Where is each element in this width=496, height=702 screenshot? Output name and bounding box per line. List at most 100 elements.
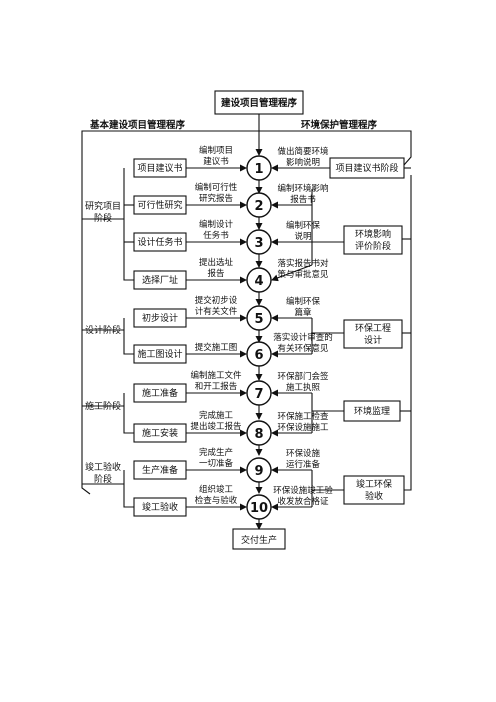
bottom-box [232, 528, 286, 550]
step-box-label: 选择厂址 [142, 274, 178, 286]
step-node [246, 155, 272, 181]
phase-box-label: 项目建议书阶段 [335, 162, 398, 174]
step-node-number: 2 [254, 199, 263, 214]
right-annotation: 编制环境影响 [277, 183, 328, 194]
left-annotation: 编制设计 [199, 219, 234, 230]
phase-box-label: 环境影响 [355, 228, 391, 240]
right-section-title: 环境保护管理程序 [301, 119, 378, 131]
right-annotation: 环保设施 [286, 448, 321, 459]
left-annotation: 计有关文件 [195, 306, 238, 317]
stage-label: 设计阶段 [85, 324, 121, 336]
step-box [133, 158, 187, 178]
step-box-label: 施工准备 [142, 387, 178, 399]
step-node [246, 267, 272, 293]
step-node-number: 8 [254, 427, 263, 442]
left-annotation: 提交初步设 [195, 295, 238, 306]
phase-box-label: 评价阶段 [355, 240, 391, 252]
left-annotation: 报告 [207, 268, 224, 279]
right-annotation: 编制环保 [286, 296, 321, 307]
stage-label: 施工阶段 [85, 400, 121, 412]
right-annotation: 运行准备 [286, 459, 321, 470]
phase-box-label: 环境监理 [354, 405, 390, 417]
step-node [246, 341, 272, 367]
phase-box-label: 环保工程 [355, 322, 391, 334]
left-section-title: 基本建设项目管理程序 [89, 119, 186, 131]
step-node-number: 4 [254, 274, 263, 289]
phase-box-label: 设计 [364, 334, 382, 346]
step-box-label: 生产准备 [142, 464, 178, 476]
phase-box [343, 475, 405, 505]
right-annotation: 环保设施施工 [277, 422, 329, 433]
step-box-label: 施工安装 [142, 427, 178, 439]
step-box-label: 设计任务书 [137, 236, 182, 248]
step-box [133, 308, 187, 328]
right-annotation: 影响说明 [286, 157, 320, 168]
step-node-number: 10 [250, 501, 268, 516]
stage-label: 竣工验收 [85, 461, 121, 473]
step-node-number: 3 [254, 236, 263, 251]
right-annotation: 施工执照 [286, 382, 321, 393]
right-annotation: 编制环保 [286, 220, 321, 231]
phase-box [329, 157, 405, 179]
left-annotation: 检查与验收 [195, 495, 238, 506]
left-annotation: 提交施工图 [195, 342, 238, 353]
step-node-number: 1 [254, 162, 263, 177]
stage-label: 阶段 [94, 473, 112, 485]
left-annotation: 和开工报告 [195, 381, 238, 392]
step-node-number: 7 [254, 387, 263, 402]
left-annotation: 任务书 [203, 230, 229, 241]
right-annotation: 环保设施竣工验 [273, 485, 333, 496]
bottom-box-label: 交付生产 [241, 534, 277, 546]
right-annotation: 篇章 [294, 307, 312, 318]
right-annotations: 做出简要环境影响说明编制环境影响报告书编制环保说明落实报告书对策与审批意见编制环… [273, 146, 333, 507]
step-node-number: 5 [254, 312, 263, 327]
step-box [133, 383, 187, 403]
step-node [246, 229, 272, 255]
left-annotations: 编制项目建议书编制可行性研究报告编制设计任务书提出选址报告提交初步设计有关文件提… [190, 145, 242, 506]
phase-box [343, 319, 403, 349]
step-node [246, 494, 272, 520]
left-annotation: 提出竣工报告 [190, 421, 241, 432]
step-nodes: 1 2 3 4 5 6 7 8 9 10 [246, 155, 272, 520]
step-box-label: 初步设计 [142, 312, 178, 324]
right-annotation: 报告书 [290, 194, 316, 205]
right-annotation: 落实报告书对 [277, 258, 329, 269]
step-box [133, 232, 187, 252]
step-node-number: 9 [254, 464, 263, 479]
step-box [133, 423, 187, 443]
left-annotation: 建议书 [203, 156, 229, 167]
phase-box [343, 225, 403, 255]
step-node [246, 420, 272, 446]
step-node [246, 380, 272, 406]
left-step-boxes: 项目建议书可行性研究设计任务书选择厂址初步设计施工图设计施工准备施工安装生产准备… [133, 158, 187, 517]
left-annotation: 编制可行性 [195, 182, 238, 193]
step-node-number: 6 [254, 348, 263, 363]
left-annotation: 完成生产 [199, 447, 233, 458]
right-annotation: 有关环保意见 [277, 343, 329, 354]
step-box-label: 竣工验收 [142, 501, 178, 513]
step-box [133, 344, 187, 364]
step-node [246, 192, 272, 218]
right-annotation: 说明 [294, 231, 311, 242]
right-annotation: 收发放合格证 [277, 496, 329, 507]
left-annotation: 编制施工文件 [190, 370, 242, 381]
step-node [246, 305, 272, 331]
step-node [246, 457, 272, 483]
step-box [133, 497, 187, 517]
right-annotation: 环保施工检查 [277, 411, 329, 422]
phase-box-label: 验收 [365, 490, 383, 502]
step-box [133, 460, 187, 480]
step-box-label: 项目建议书 [137, 162, 182, 174]
top-box-label: 建设项目管理程序 [220, 97, 298, 109]
step-box-label: 可行性研究 [137, 199, 182, 211]
left-annotation: 一切准备 [199, 458, 234, 469]
left-annotation: 编制项目 [199, 145, 233, 156]
right-annotation: 环保部门会签 [277, 371, 329, 382]
left-annotation: 提出选址 [199, 257, 234, 268]
step-box [133, 270, 187, 290]
phase-box-label: 竣工环保 [356, 478, 392, 490]
top-box [214, 90, 304, 115]
